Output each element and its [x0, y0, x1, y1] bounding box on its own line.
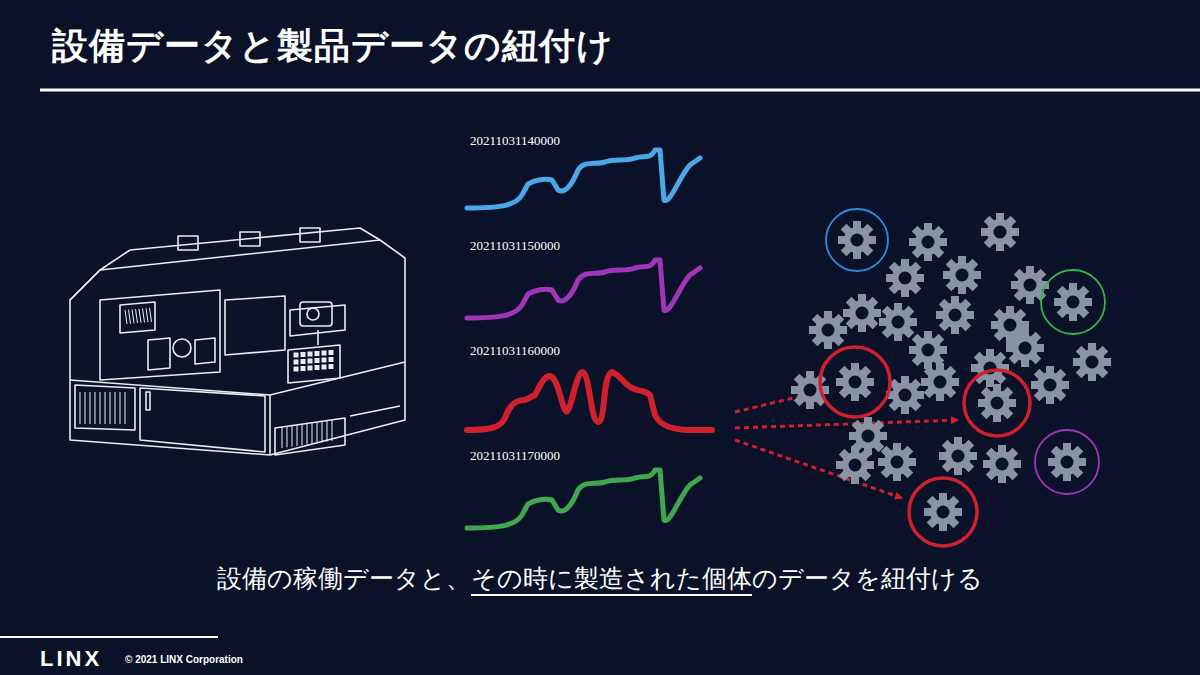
footer-rule: [0, 636, 218, 638]
gear: [978, 384, 1016, 422]
gear: [843, 294, 881, 332]
timestamp: 20211031140000: [470, 133, 560, 149]
caption: 設備の稼働データと、その時に製造された個体のデータを紐付ける: [0, 562, 1200, 595]
gear: [838, 221, 876, 259]
gear: [1073, 343, 1111, 381]
machine-vents: [80, 308, 333, 448]
gear: [809, 311, 847, 349]
timestamp: 20211031160000: [470, 343, 560, 359]
gear: [879, 303, 917, 341]
gear: [878, 443, 916, 481]
machine-drawing: [70, 228, 405, 455]
gear: [943, 256, 981, 294]
gear: [939, 437, 977, 475]
copyright: © 2021 LINX Corporation: [125, 654, 243, 665]
gear: [983, 445, 1021, 483]
gear: [971, 349, 1009, 387]
highlight-circles: [820, 209, 1105, 546]
timestamp: 20211031150000: [470, 238, 560, 254]
gear: [836, 363, 874, 401]
gear: [1006, 329, 1044, 367]
gear: [1054, 283, 1092, 321]
gear: [1011, 266, 1049, 304]
gear: [886, 259, 924, 297]
gear: [1048, 443, 1086, 481]
gear: [924, 493, 962, 531]
slide-title: 設備データと製品データの紐付け: [52, 22, 614, 71]
gear: [921, 363, 959, 401]
gear: [1031, 366, 1069, 404]
timestamp: 20211031170000: [470, 448, 560, 464]
caption-underline: [471, 594, 752, 596]
gear: [909, 223, 947, 261]
waveforms: [467, 150, 712, 528]
title-rule: [40, 89, 1200, 92]
gear: [936, 296, 974, 334]
gear: [791, 371, 829, 409]
gear: [981, 213, 1019, 251]
logo: LINX: [40, 646, 102, 672]
gear-cluster: [791, 213, 1111, 531]
gear: [836, 446, 874, 484]
